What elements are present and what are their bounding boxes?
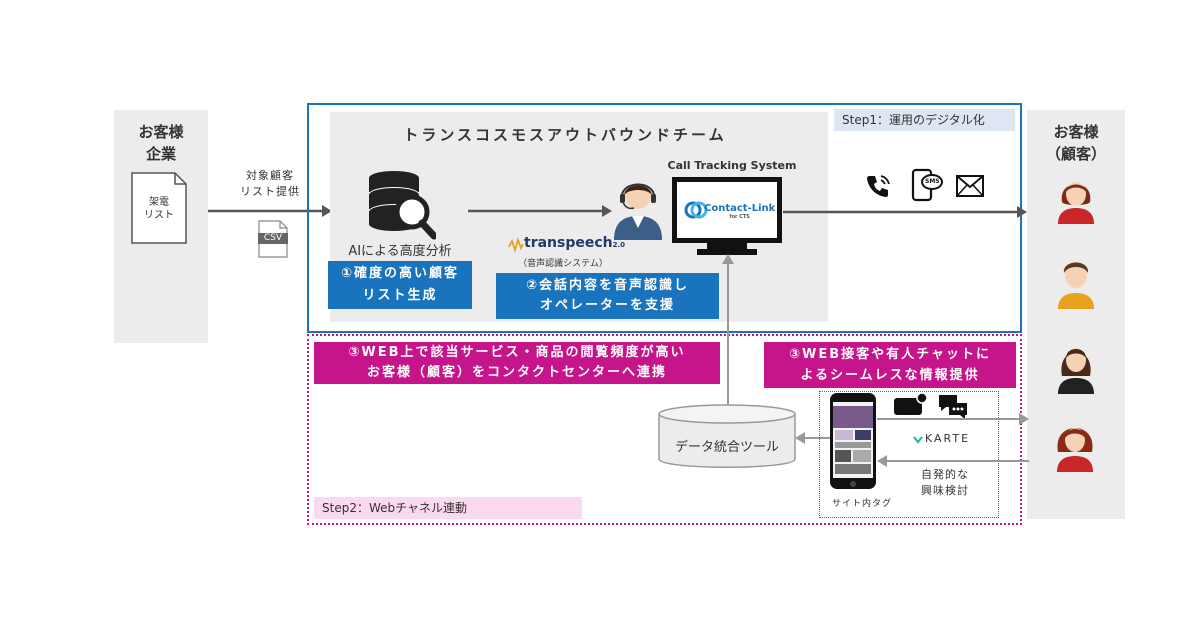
mail-icon xyxy=(956,175,984,197)
step2-label: Step2：Webチャネル連動 xyxy=(314,497,582,519)
karte-logo-text: KARTE xyxy=(925,432,971,445)
self-interest-label: 自発的な 興味検討 xyxy=(921,468,969,497)
ai-analysis-label: AIによる高度分析 xyxy=(348,244,452,259)
database-analysis-icon xyxy=(369,171,436,240)
list-provide-label: 対象顧客 リスト提供 xyxy=(240,169,300,198)
smartphone-site-icon xyxy=(830,393,876,489)
client-company-title: お客様 企業 xyxy=(138,123,184,163)
data-integration-db-icon xyxy=(658,404,796,468)
db-to-cts-arrow xyxy=(722,254,734,414)
sms-label: SMS xyxy=(925,178,940,185)
monitor-to-customer-arrow xyxy=(783,206,1027,218)
transpeech-logo-text: transpeech2.0 xyxy=(524,235,626,251)
outbound-team-frame xyxy=(307,103,1022,333)
site-tag-label: サイト内タグ xyxy=(831,499,892,509)
csv-label: CSV xyxy=(258,233,288,244)
step-3-web-browse-link: ③WEB上で該当サービス・商品の閲覧頻度が高い お客様（顧客）をコンタクトセンタ… xyxy=(314,342,720,384)
karte-logo-icon xyxy=(913,436,923,444)
list-provide-arrow xyxy=(208,205,332,217)
step-3-web-chat-info: ③WEB接客や有人チャットに よるシームレスな情報提供 xyxy=(764,342,1016,388)
step-1-list-generation: ①確度の高い顧客 リスト生成 xyxy=(328,261,472,309)
transpeech-wave-icon xyxy=(508,237,524,253)
customer-avatar-1 xyxy=(1058,182,1094,224)
data-integration-label: データ統合ツール xyxy=(674,440,779,455)
sms-smartphone-icon xyxy=(911,168,943,202)
call-list-doc-text: 架電 リスト xyxy=(144,197,174,221)
transpeech-sub-label: （音声認識システム） xyxy=(518,259,608,269)
web-channel-frame xyxy=(307,334,1022,525)
operator-icon xyxy=(614,183,662,240)
step-2-speech-support: ②会話内容を音声認識し オペレーターを支援 xyxy=(496,273,719,319)
customer-avatar-3 xyxy=(1058,348,1094,394)
site-to-customer-arrow xyxy=(877,413,1029,425)
step1-label: Step1：運用のデジタル化 xyxy=(834,109,1015,131)
cts-monitor-icon xyxy=(672,177,782,255)
customer-title: お客様 （顧客） xyxy=(1045,123,1106,163)
site-to-db-arrow xyxy=(795,432,831,444)
site-tag-frame xyxy=(819,391,999,518)
cts-label: Call Tracking System xyxy=(667,159,797,172)
call-list-document-icon xyxy=(131,172,187,244)
contact-link-logo: Contact-Link for CTS xyxy=(704,203,776,220)
video-chat-icon xyxy=(894,392,927,415)
chat-bubbles-icon xyxy=(939,395,967,419)
customer-avatar-4 xyxy=(1057,428,1093,472)
customer-avatar-2 xyxy=(1058,262,1094,309)
db-to-operator-arrow xyxy=(468,205,612,217)
outbound-team-title: トランスコスモスアウトバウンドチーム xyxy=(403,126,727,144)
phone-icon xyxy=(867,175,890,197)
customer-to-site-arrow xyxy=(877,455,1029,467)
